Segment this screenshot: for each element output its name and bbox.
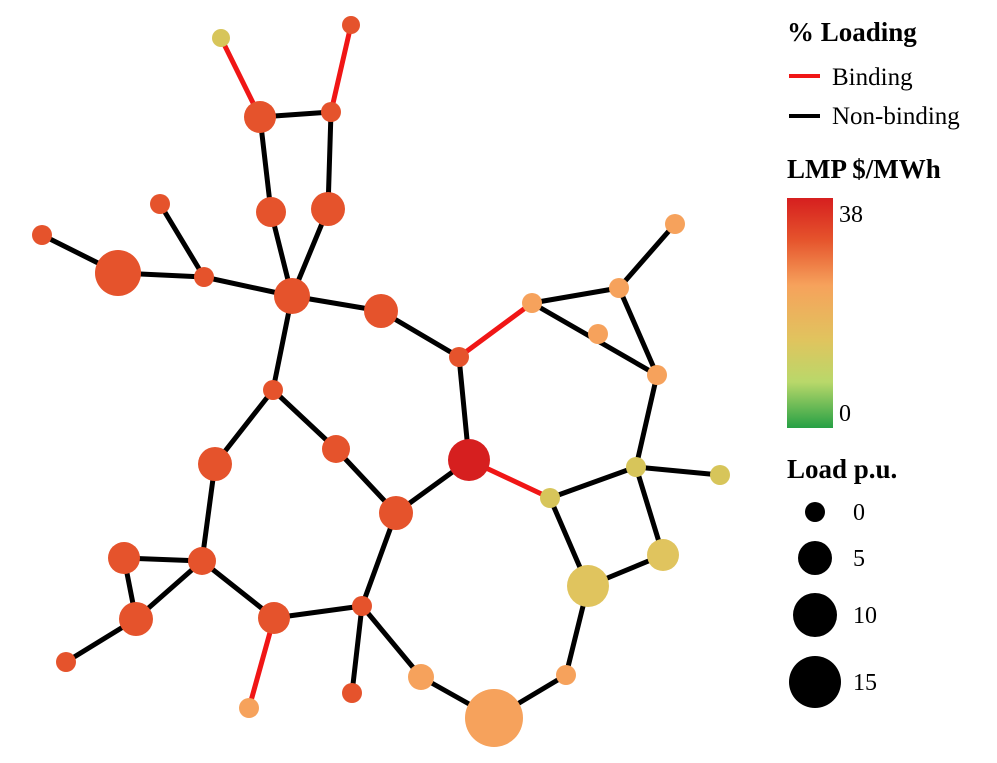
load-size-5 — [798, 541, 832, 575]
load-legend-title: Load p.u. — [787, 454, 897, 484]
bus-node — [567, 565, 609, 607]
binding-legend-label: Binding — [832, 64, 913, 91]
bus-node — [710, 465, 730, 485]
load-size-15 — [789, 656, 841, 708]
bus-node — [321, 102, 341, 122]
nonbinding-legend-label: Non-binding — [832, 103, 960, 130]
nonbinding-branch — [633, 372, 660, 470]
bus-node — [379, 496, 413, 530]
lmp-min-label: 0 — [839, 401, 851, 427]
bus-node — [522, 293, 542, 313]
bus-node — [449, 347, 469, 367]
load-label-0: 0 — [853, 500, 865, 526]
bus-node — [609, 278, 629, 298]
bus-node — [311, 192, 345, 226]
bus-node — [194, 267, 214, 287]
nonbinding-branch — [157, 201, 207, 280]
bus-node — [244, 101, 276, 133]
bus-node — [188, 547, 216, 575]
bus-node — [258, 602, 290, 634]
nonbinding-branch — [270, 387, 339, 452]
bus-node — [198, 447, 232, 481]
bus-node — [465, 689, 523, 747]
bus-node — [342, 683, 362, 703]
bus-node — [588, 324, 608, 344]
load-label-15: 15 — [853, 670, 877, 696]
bus-node — [647, 365, 667, 385]
bus-node — [540, 488, 560, 508]
bus-node — [212, 29, 230, 47]
bus-node — [665, 214, 685, 234]
bus-node — [626, 457, 646, 477]
nonbinding-branch — [633, 464, 723, 478]
bus-node — [239, 698, 259, 718]
bus-node — [56, 652, 76, 672]
nonbinding-branch — [616, 285, 660, 378]
bus-node — [108, 542, 140, 574]
bus-node — [150, 194, 170, 214]
bus-node — [448, 439, 490, 481]
lmp-max-label: 38 — [839, 202, 863, 228]
binding-branch — [456, 300, 535, 360]
bus-node — [408, 664, 434, 690]
bus-node — [556, 665, 576, 685]
bus-node — [95, 250, 141, 296]
nonbinding-branch — [529, 285, 622, 306]
bus-node — [32, 225, 52, 245]
load-size-0 — [805, 502, 825, 522]
bus-layer — [32, 16, 730, 747]
nonbinding-branch — [349, 603, 365, 696]
bus-node — [322, 435, 350, 463]
legend: % Loading Binding Non-binding LMP $/MWh … — [787, 17, 960, 708]
load-label-5: 5 — [853, 546, 865, 572]
bus-node — [274, 278, 310, 314]
bus-node — [352, 596, 372, 616]
loading-legend-title: % Loading — [787, 17, 917, 47]
nonbinding-branch — [616, 221, 678, 291]
lmp-legend-title: LMP $/MWh — [787, 154, 941, 184]
load-size-10 — [793, 593, 837, 637]
bus-node — [119, 602, 153, 636]
bus-node — [364, 294, 398, 328]
load-label-10: 10 — [853, 603, 877, 629]
lmp-colorbar — [787, 198, 833, 428]
binding-branch — [328, 22, 354, 115]
bus-node — [263, 380, 283, 400]
nonbinding-branch — [359, 603, 424, 680]
bus-node — [647, 539, 679, 571]
bus-node — [342, 16, 360, 34]
bus-node — [256, 197, 286, 227]
nonbinding-branch — [547, 464, 639, 501]
